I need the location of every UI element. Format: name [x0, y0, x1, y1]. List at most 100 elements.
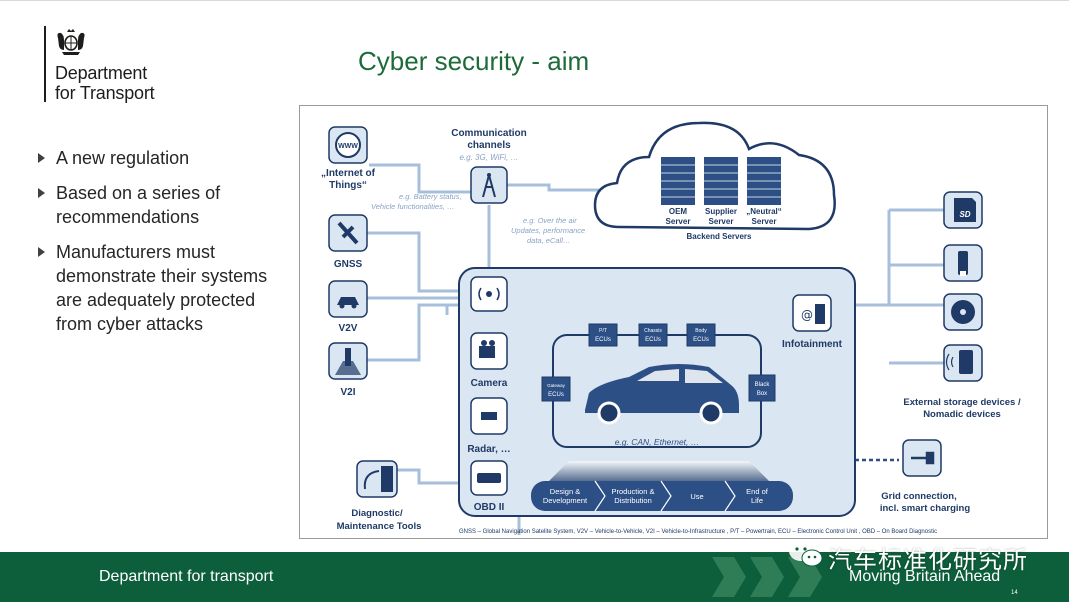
server-neutral [747, 157, 781, 205]
gateway-ecus: Gateway ECUs [541, 376, 571, 402]
svg-text:ECUs: ECUs [693, 337, 709, 343]
page-number: 14 [1011, 590, 1018, 596]
chassis-ecus: Chassis ECUs [638, 323, 668, 347]
charging-plug-icon [902, 439, 942, 477]
svg-text:Server: Server [666, 217, 691, 226]
bullet-item: A new regulation [36, 146, 281, 170]
svg-text:data, eCall…: data, eCall… [527, 236, 570, 245]
svg-text:WWW: WWW [338, 143, 358, 150]
infotainment-module: @ Infotainment [782, 294, 843, 350]
chevron-decoration [712, 557, 822, 597]
comm-sub: e.g. 3G, WiFi, … [459, 153, 518, 162]
svg-text:„Neutral“: „Neutral“ [746, 207, 782, 216]
lifecycle-use: Use [690, 492, 703, 501]
obd-label: OBD II [474, 502, 505, 513]
svg-text:Diagnostic/: Diagnostic/ [351, 508, 403, 519]
svg-text:@: @ [801, 308, 813, 322]
v2i-label: V2I [340, 387, 355, 398]
bullet-list: A new regulation Based on a series of re… [36, 146, 281, 347]
svg-text:Maintenance Tools: Maintenance Tools [337, 521, 422, 532]
svg-text:ECUs: ECUs [595, 337, 611, 343]
footnote: GNSS – Global Navigation Satelite System… [459, 529, 937, 535]
footer-slogan: Moving Britain Ahead [849, 568, 1001, 585]
svg-text:Black: Black [755, 382, 771, 388]
note-battery: e.g. Battery status, Vehicle functionali… [371, 192, 462, 211]
svg-text:Grid connection,: Grid connection, [881, 491, 956, 502]
logo-bar [44, 26, 46, 102]
body-ecus: Body ECUs [686, 323, 716, 347]
svg-text:Things“: Things“ [329, 180, 367, 191]
bullet-text: A new regulation [56, 148, 190, 168]
logo-text: Department for Transport [55, 63, 155, 103]
bullet-item: Based on a series of recommendations [36, 181, 281, 229]
server-supplier [704, 157, 738, 205]
communication-node: Communication channels e.g. 3G, WiFi, … [451, 128, 527, 204]
svg-text:Server: Server [709, 217, 734, 226]
bullet-arrow-icon [38, 188, 45, 198]
internet-label: „Internet of [321, 168, 376, 179]
black-box: Black Box [748, 374, 776, 402]
svg-text:OEM: OEM [669, 207, 688, 216]
svg-text:Server: Server [752, 217, 777, 226]
radar-label: Radar, … [467, 444, 510, 455]
svg-text:channels: channels [467, 140, 511, 151]
svg-text:Chassis: Chassis [644, 328, 662, 334]
svg-text:Distribution: Distribution [614, 496, 652, 505]
storage-label: External storage devices / Nomadic devic… [903, 397, 1021, 420]
gnss-node: GNSS [328, 214, 368, 270]
v2v-label: V2V [339, 323, 358, 334]
logo-line-1: Department [55, 63, 148, 83]
bullet-item: Manufacturers must demonstrate their sys… [36, 240, 281, 336]
svg-text:e.g. Over the air: e.g. Over the air [523, 216, 577, 225]
server-oem [661, 157, 695, 205]
svg-text:External storage devices /: External storage devices / [903, 397, 1021, 408]
disc-icon [943, 293, 983, 331]
footer-bar: Department for transport Moving Britain … [0, 552, 1069, 602]
gnss-label: GNSS [334, 259, 363, 270]
pt-ecus: P/T ECUs [588, 323, 618, 347]
slide-title: Cyber security - aim [358, 46, 590, 76]
svg-text:Design &: Design & [550, 487, 580, 496]
infotainment-label: Infotainment [782, 339, 843, 350]
svg-text:ECUs: ECUs [645, 337, 661, 343]
sd-card-icon: SD [943, 191, 983, 229]
svg-text:Body: Body [695, 328, 707, 334]
svg-text:Life: Life [751, 496, 763, 505]
radar-module: Radar, … [467, 397, 511, 455]
grid-label: Grid connection, incl. smart charging [880, 491, 970, 514]
v2v-node: V2V [328, 280, 368, 334]
svg-text:Development: Development [543, 496, 588, 505]
svg-text:End of: End of [746, 487, 769, 496]
svg-text:Vehicle functionalities, …: Vehicle functionalities, … [371, 202, 455, 211]
v2i-node: V2I [328, 342, 368, 398]
bullet-arrow-icon [38, 153, 45, 163]
svg-text:Supplier: Supplier [705, 207, 737, 216]
obd-module: OBD II [470, 460, 508, 513]
svg-text:incl. smart charging: incl. smart charging [880, 503, 970, 514]
usb-stick-icon [943, 244, 983, 282]
bullet-text: Manufacturers must demonstrate their sys… [56, 242, 268, 334]
cyber-security-diagram: WWW „Internet of Things“ GNSS V2V V2I Co… [299, 105, 1048, 539]
antenna-module [470, 276, 508, 312]
svg-text:ECUs: ECUs [548, 392, 564, 398]
svg-text:P/T: P/T [599, 328, 607, 334]
note-ota: e.g. Over the air Updates, performance d… [511, 216, 585, 245]
car-icon [585, 364, 739, 425]
lifecycle-ramp: Design &Development Production &Distribu… [531, 461, 793, 512]
bullet-arrow-icon [38, 247, 45, 257]
camera-module: Camera [470, 332, 508, 389]
svg-text:Production &: Production & [612, 487, 655, 496]
sd-label: SD [959, 210, 970, 219]
diagnostic-tool-icon [356, 460, 398, 498]
svg-text:e.g. Battery status,: e.g. Battery status, [399, 192, 462, 201]
logo-line-2: for Transport [55, 83, 155, 103]
camera-label: Camera [471, 378, 508, 389]
svg-text:Box: Box [757, 391, 767, 397]
svg-text:Updates, performance: Updates, performance [511, 226, 585, 235]
svg-text:Nomadic devices: Nomadic devices [923, 409, 1001, 420]
royal-crest-icon [57, 29, 85, 55]
bullet-text: Based on a series of recommendations [56, 183, 221, 227]
top-divider [0, 0, 1069, 1]
internet-node: WWW „Internet of Things“ [321, 126, 376, 191]
